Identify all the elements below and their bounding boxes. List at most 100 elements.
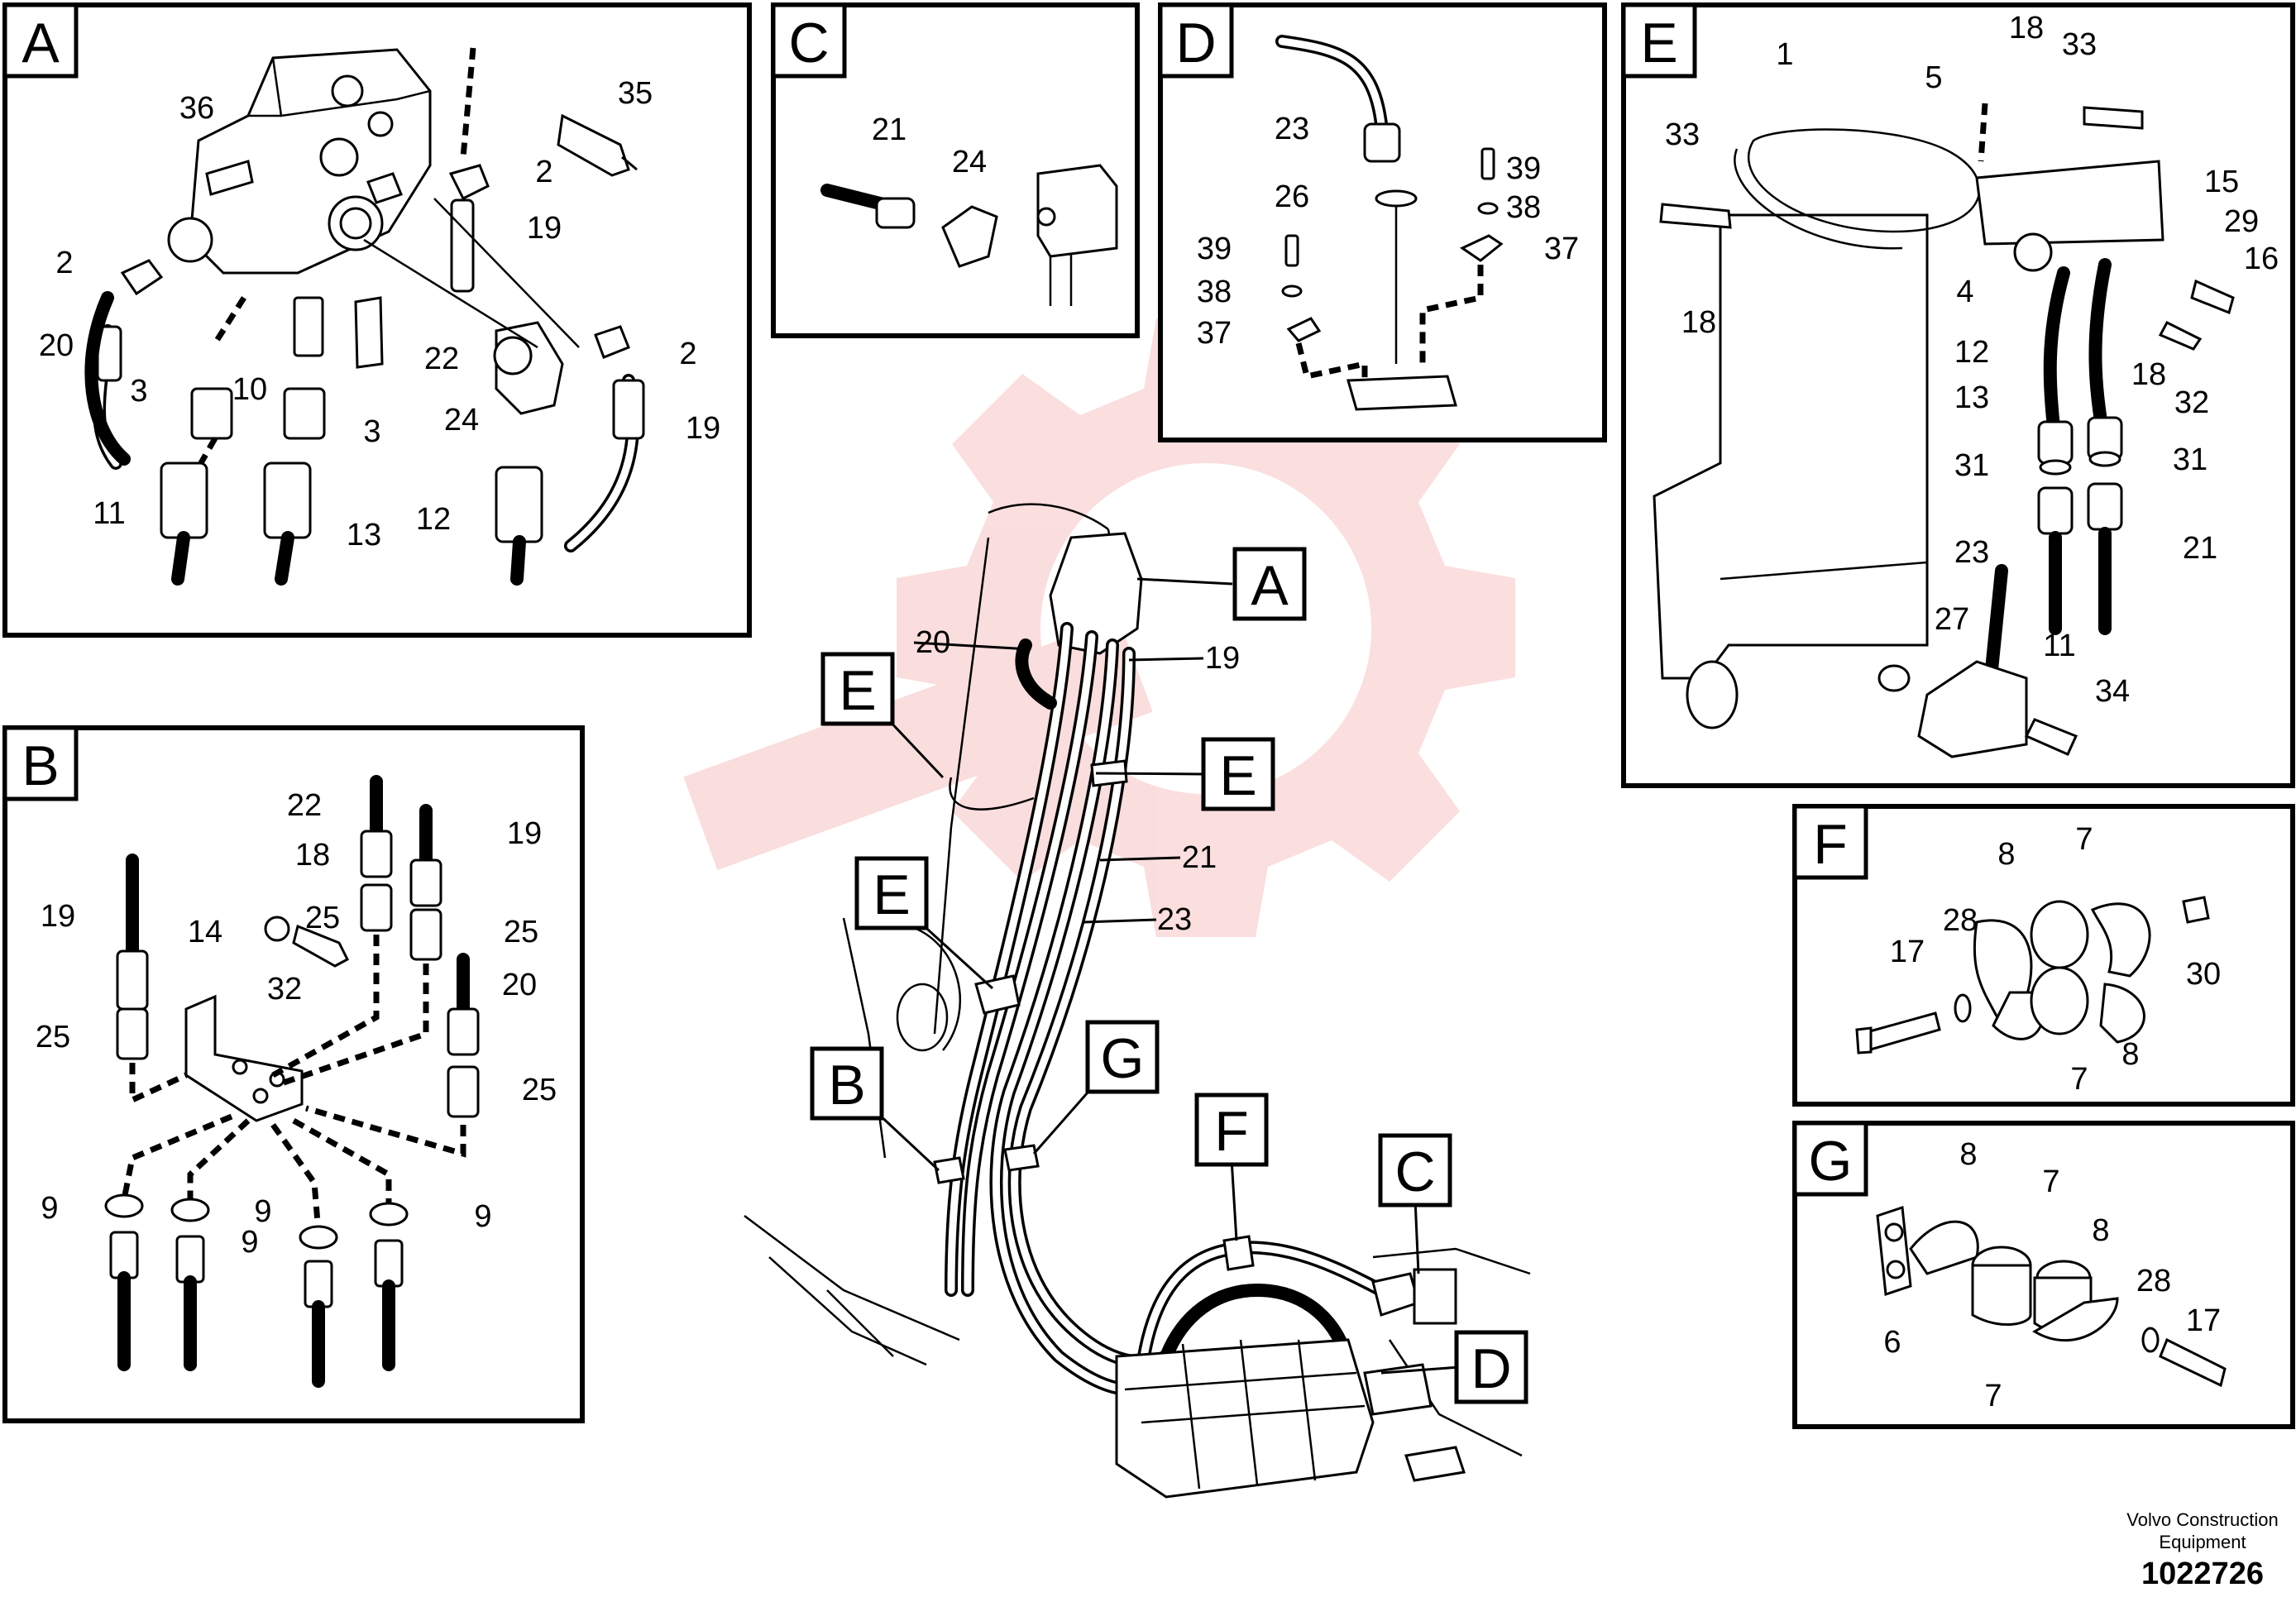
panel-g-label: G (1809, 1130, 1853, 1193)
callout-g-28: 28 (2136, 1264, 2171, 1298)
callout-e-31: 31 (1954, 448, 1989, 483)
callout-e-18: 18 (2009, 11, 2044, 45)
document-number: 1022726 (2141, 1557, 2264, 1591)
panel-f-label: F (1813, 813, 1848, 876)
callout-d-37: 37 (1544, 232, 1579, 266)
callout-f-8: 8 (2121, 1037, 2139, 1072)
callout-c-24: 24 (952, 145, 987, 179)
callout-a-13: 13 (347, 518, 381, 552)
callout-e-33: 33 (2062, 27, 2097, 62)
callout-c-21: 21 (872, 112, 906, 147)
main-tag-e: E (1201, 737, 1275, 811)
callout-f-30: 30 (2186, 957, 2221, 992)
main-tag-label: D (1471, 1337, 1511, 1400)
callout-e-18: 18 (1681, 305, 1716, 340)
callout-a-11: 11 (93, 496, 125, 531)
callout-e-16: 16 (2244, 241, 2279, 276)
main-tag-e: E (820, 652, 895, 726)
main-tag-label: E (873, 863, 910, 926)
callout-b-9: 9 (41, 1191, 58, 1226)
main-tag-e: E (854, 856, 929, 930)
panel-tag-d: D (1158, 2, 1234, 79)
callout-b-19: 19 (41, 899, 75, 934)
main-tag-f: F (1194, 1093, 1269, 1167)
callout-f-17: 17 (1890, 935, 1925, 969)
callout-d-26: 26 (1275, 179, 1309, 214)
panel-tag-a: A (2, 2, 79, 79)
callout-b-25: 25 (522, 1073, 557, 1107)
callout-e-4: 4 (1956, 275, 1973, 309)
callout-f-7: 7 (2075, 822, 2093, 857)
callout-b-9: 9 (254, 1194, 271, 1229)
main-tag-label: F (1214, 1100, 1249, 1163)
main-tag-label: C (1394, 1141, 1435, 1203)
main-tag-label: G (1101, 1027, 1145, 1090)
callout-b-9: 9 (241, 1225, 258, 1260)
callout-a-3: 3 (130, 374, 147, 409)
callout-main-20: 20 (916, 625, 950, 660)
callout-main-19: 19 (1205, 641, 1240, 676)
callout-b-14: 14 (188, 915, 222, 949)
panel-b (2, 725, 585, 1423)
panel-tag-f: F (1792, 804, 1868, 880)
callout-a-2: 2 (535, 155, 552, 189)
callout-e-5: 5 (1925, 60, 1942, 95)
callout-e-27: 27 (1935, 602, 1969, 637)
panel-g (1792, 1121, 2295, 1429)
callout-d-37: 37 (1197, 316, 1232, 351)
callout-b-18: 18 (295, 838, 330, 873)
callout-g-8: 8 (2092, 1213, 2109, 1248)
callout-d-39: 39 (1197, 232, 1232, 266)
panel-d (1158, 2, 1607, 442)
callout-a-12: 12 (416, 502, 451, 537)
callout-e-34: 34 (2095, 674, 2130, 709)
callout-g-17: 17 (2186, 1303, 2221, 1338)
panel-c-label: C (788, 12, 829, 74)
callout-e-12: 12 (1954, 335, 1989, 370)
callout-b-32: 32 (267, 972, 302, 1007)
callout-f-28: 28 (1943, 903, 1978, 938)
callout-e-13: 13 (1954, 380, 1989, 415)
callout-e-18: 18 (2131, 357, 2166, 392)
callout-g-7: 7 (2042, 1164, 2059, 1199)
callout-a-24: 24 (444, 403, 479, 438)
callout-e-29: 29 (2224, 204, 2259, 239)
callout-e-33: 33 (1665, 117, 1700, 152)
credit-line-2: Equipment (2159, 1532, 2246, 1552)
panel-tag-g: G (1792, 1121, 1868, 1197)
main-tag-label: E (839, 659, 876, 722)
credit-line-1: Volvo Construction (2126, 1509, 2278, 1530)
callout-d-38: 38 (1197, 275, 1232, 309)
panel-tag-e: E (1621, 2, 1697, 79)
callout-f-8: 8 (1997, 837, 2015, 872)
panel-tag-b: B (2, 725, 79, 801)
panel-b-label: B (22, 734, 59, 797)
callout-b-22: 22 (287, 788, 322, 823)
callout-b-20: 20 (502, 968, 537, 1002)
callout-e-23: 23 (1954, 535, 1989, 570)
panel-d-label: D (1175, 12, 1216, 74)
callout-main-23: 23 (1157, 902, 1192, 937)
callout-e-32: 32 (2174, 385, 2209, 420)
callout-b-25: 25 (504, 915, 538, 949)
callout-a-20: 20 (39, 328, 74, 363)
callout-a-10: 10 (232, 372, 267, 407)
callout-a-19: 19 (686, 411, 720, 446)
main-tag-b: B (810, 1046, 884, 1121)
callout-a-19: 19 (527, 211, 562, 246)
callout-a-2: 2 (679, 337, 696, 371)
callout-a-2: 2 (55, 246, 73, 280)
callout-a-36: 36 (179, 91, 214, 126)
callout-b-25: 25 (305, 901, 340, 935)
callout-e-21: 21 (2183, 531, 2217, 566)
callout-main-21: 21 (1182, 840, 1217, 875)
callout-g-6: 6 (1883, 1325, 1901, 1360)
panel-tag-c: C (771, 2, 847, 79)
main-tag-g: G (1085, 1020, 1160, 1094)
callout-b-25: 25 (36, 1020, 70, 1054)
panel-a (2, 2, 752, 638)
callout-a-22: 22 (424, 342, 459, 376)
callout-d-23: 23 (1275, 112, 1309, 146)
main-tag-d: D (1454, 1330, 1528, 1404)
